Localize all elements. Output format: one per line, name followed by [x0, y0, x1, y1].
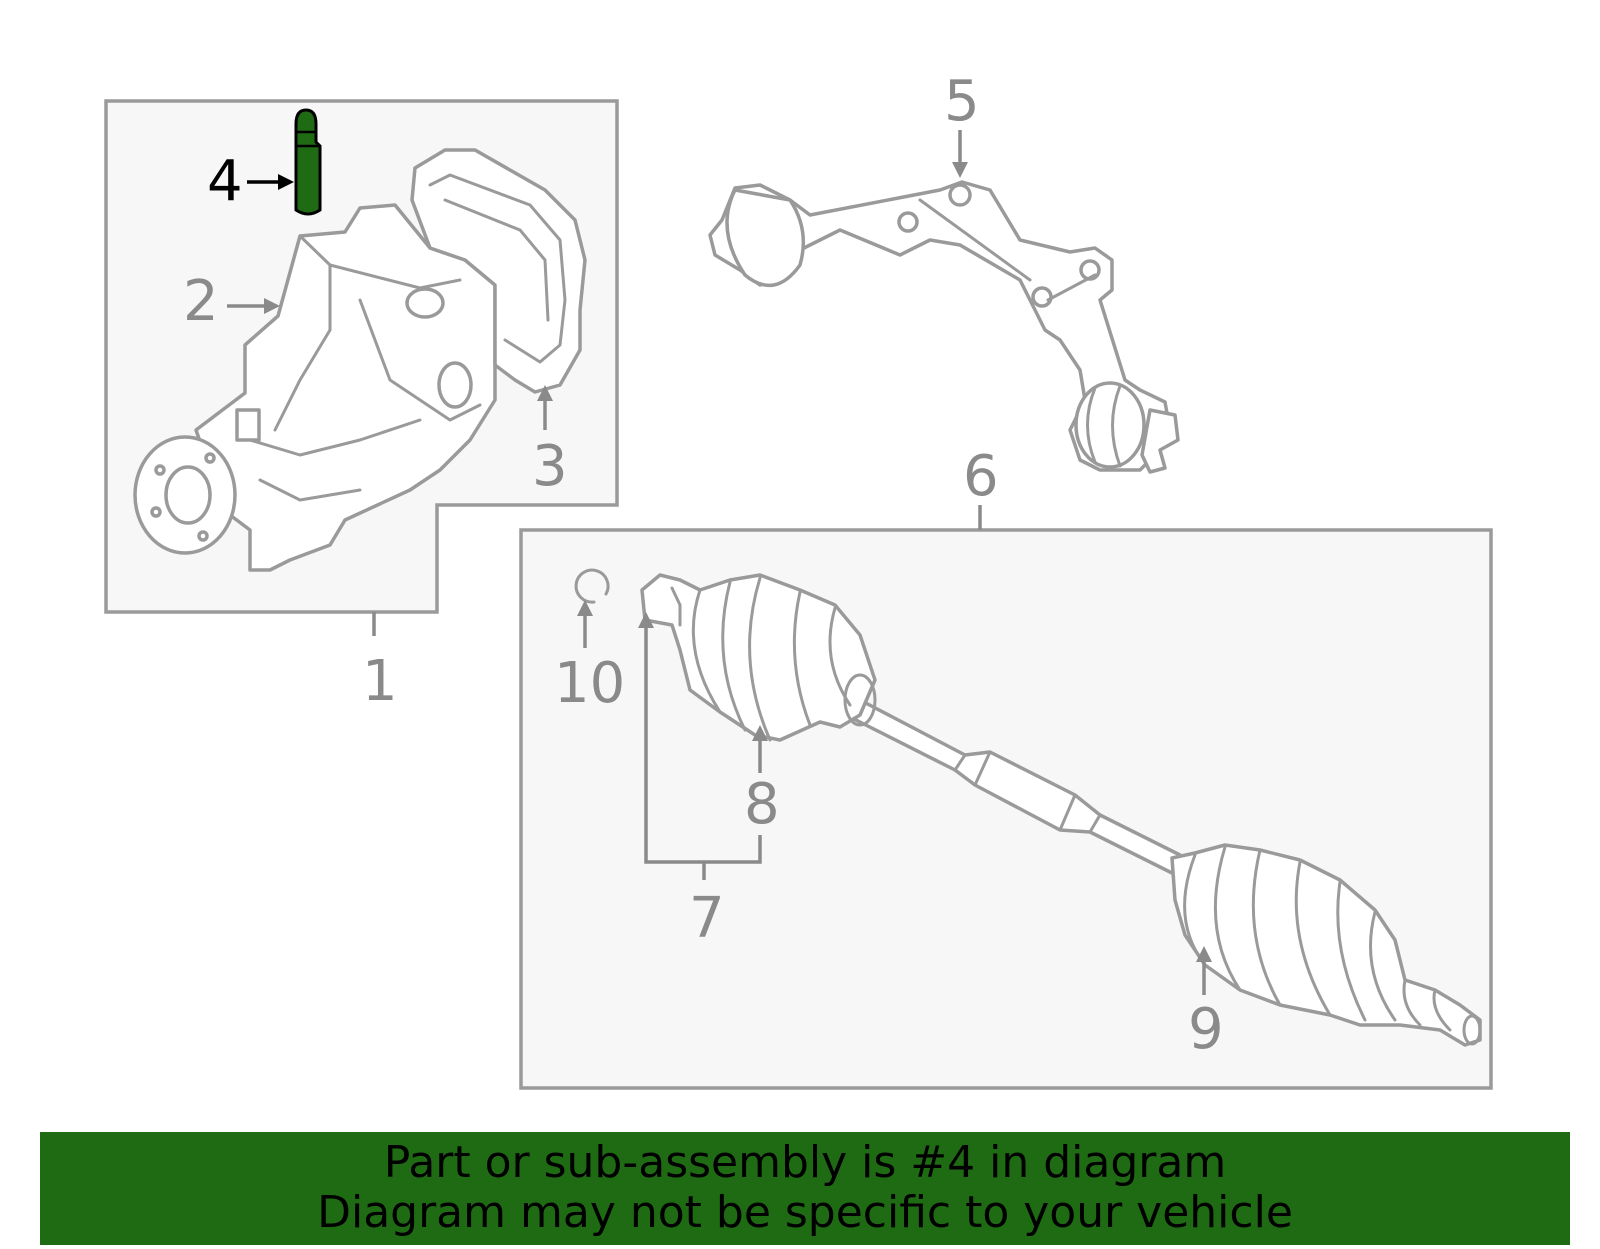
callout-7: 7: [689, 886, 725, 951]
callout-5: 5: [944, 69, 980, 134]
callout-1: 1: [362, 649, 398, 714]
callout-3: 3: [532, 434, 568, 499]
crossmember-mount: [708, 180, 1180, 474]
leader-lines: [227, 130, 1212, 995]
differential-cover: [410, 148, 587, 394]
axle-shaft-assembly: [640, 573, 1482, 1047]
info-banner: Part or sub-assembly is #4 in diagram Di…: [40, 1132, 1570, 1245]
part-4-plug: [294, 108, 322, 216]
differential-housing: [133, 203, 497, 572]
callout-10: 10: [554, 651, 625, 716]
callout-2: 2: [183, 269, 219, 334]
callout-8: 8: [744, 772, 780, 837]
callout-4: 4: [207, 149, 243, 214]
snap-ring: [574, 568, 610, 604]
callout-6: 6: [963, 444, 999, 509]
banner-line-1: Part or sub-assembly is #4 in diagram: [383, 1137, 1227, 1188]
callout-9: 9: [1188, 997, 1224, 1062]
banner-line-2: Diagram may not be specific to your vehi…: [317, 1187, 1293, 1238]
